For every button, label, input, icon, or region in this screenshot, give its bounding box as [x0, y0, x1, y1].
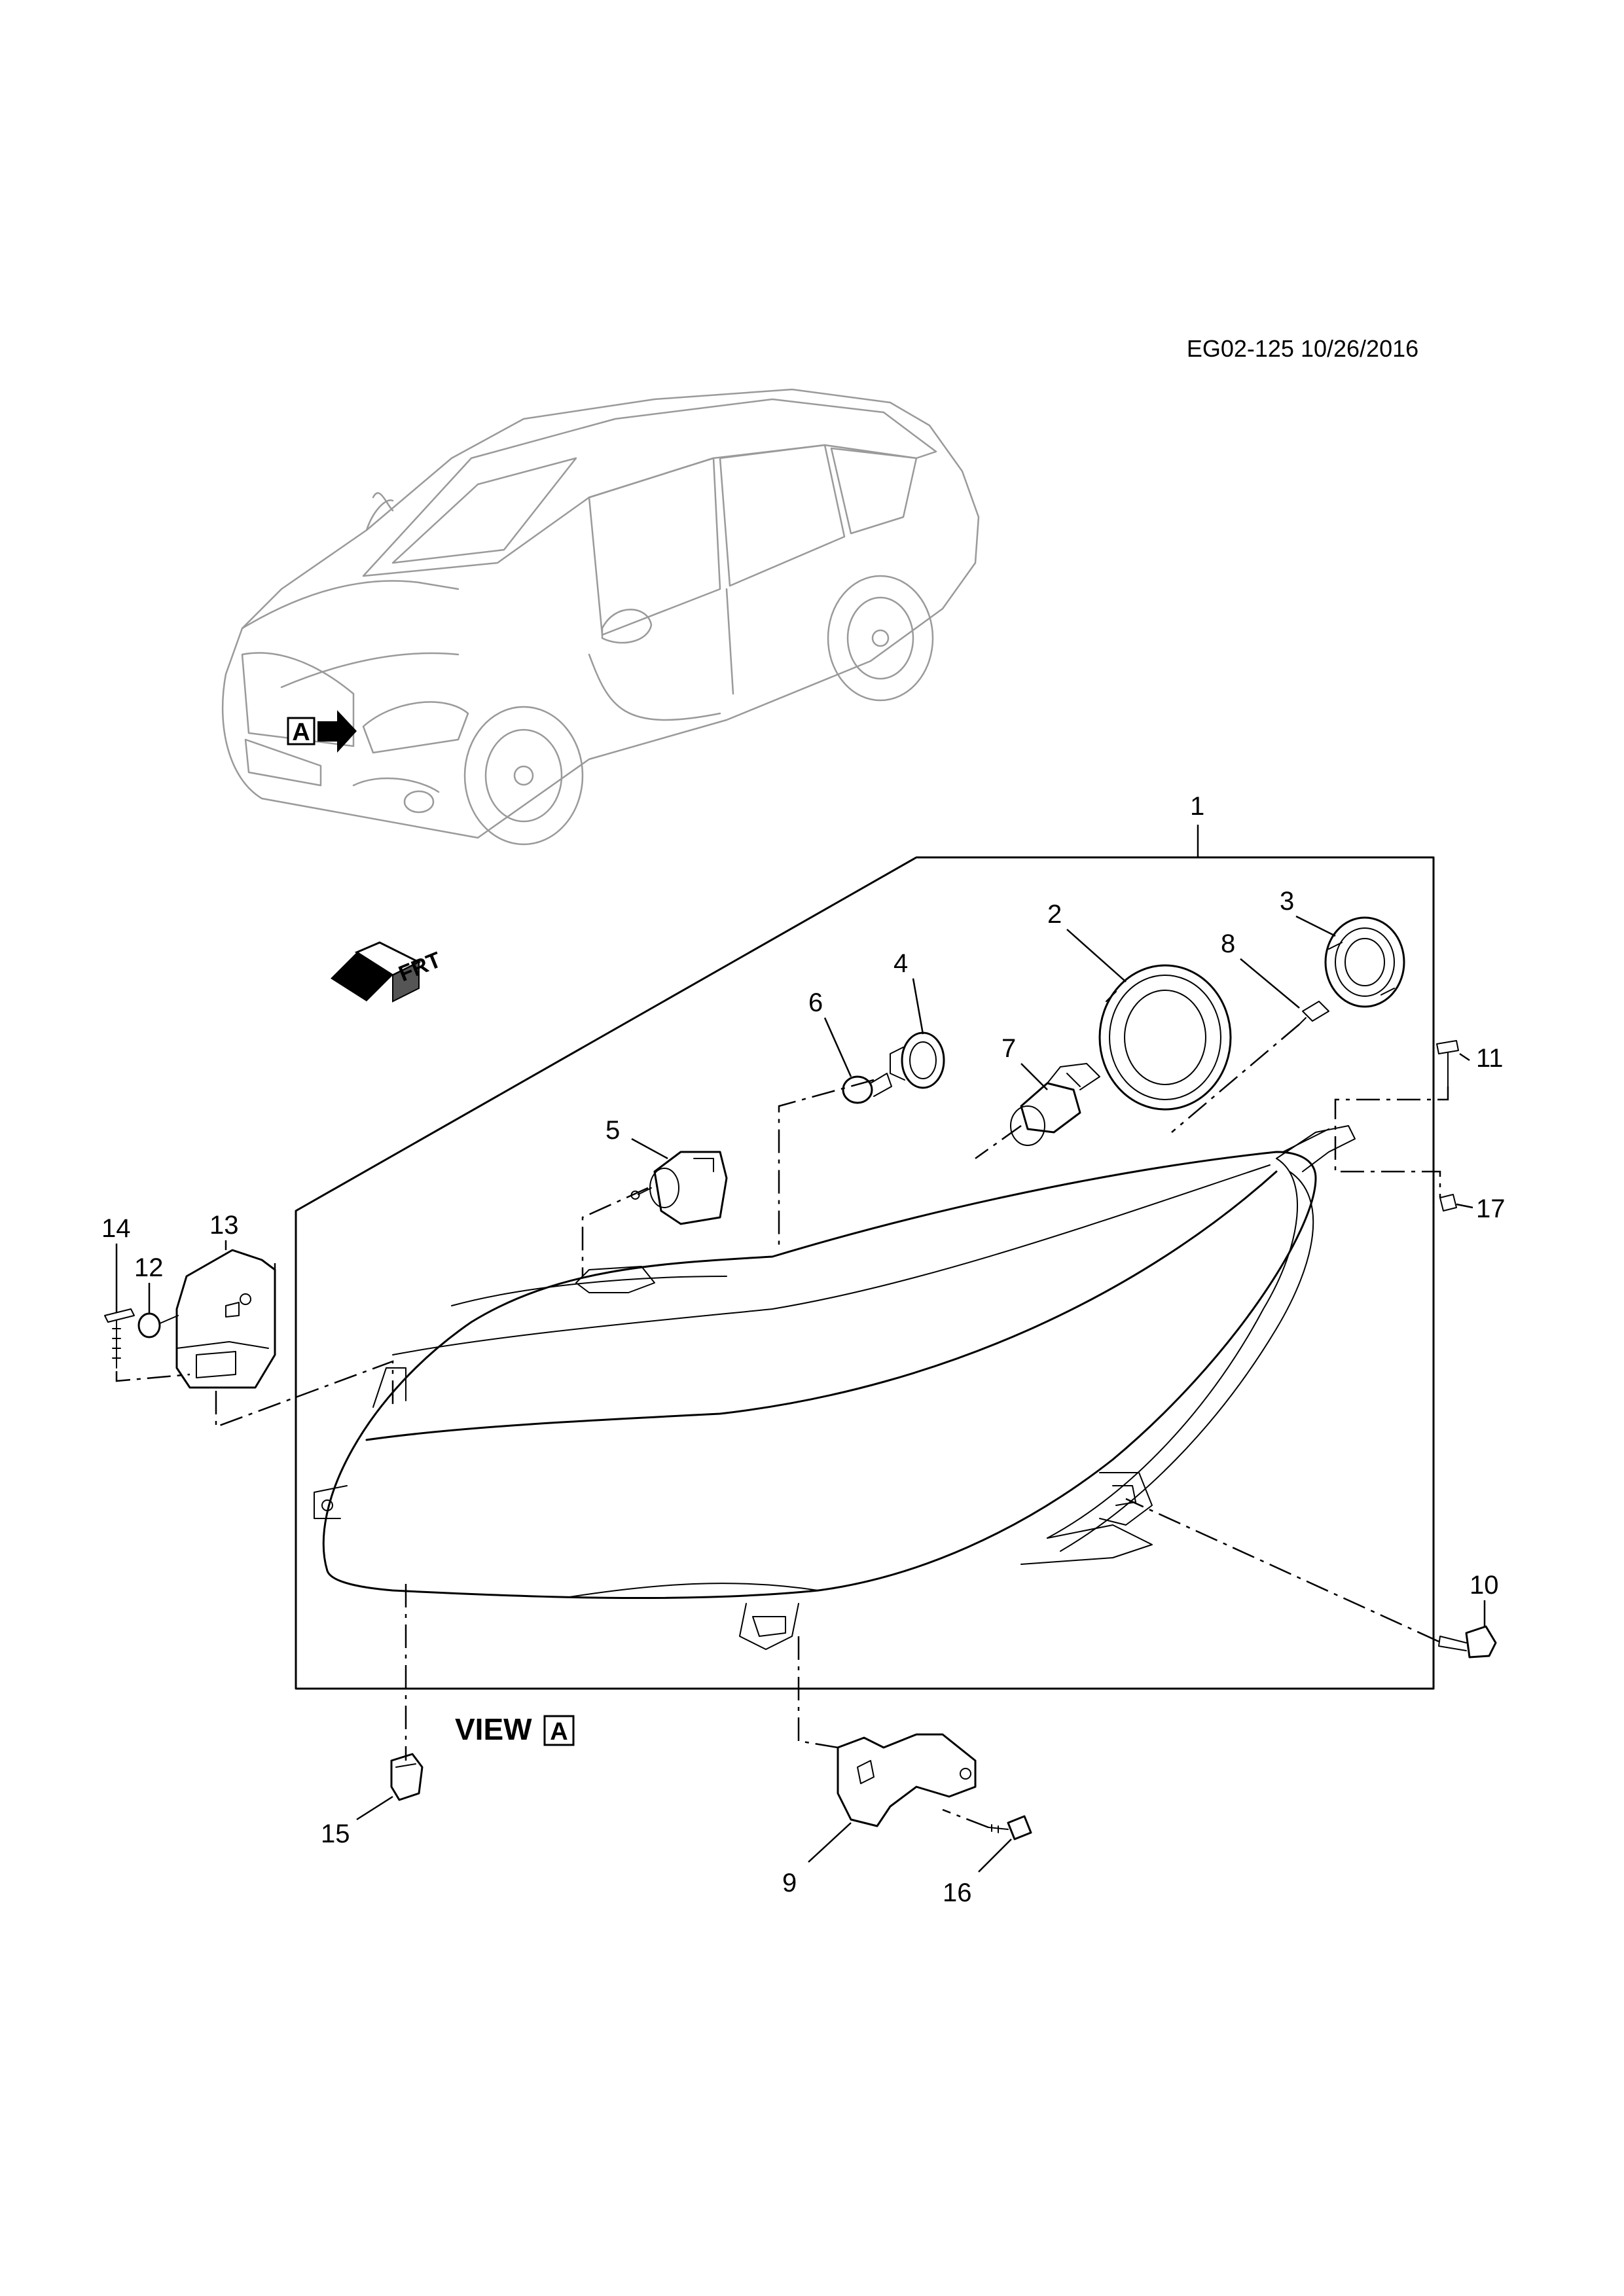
part-10-screw: [1438, 1625, 1497, 1659]
part-6-bulb: [842, 1073, 892, 1104]
callout-12: 12: [134, 1253, 164, 1282]
callout-17: 17: [1476, 1194, 1506, 1223]
view-letter: A: [550, 1718, 568, 1746]
callout-2: 2: [1047, 900, 1062, 929]
part-8-bulb: [1299, 1001, 1329, 1025]
callout-13: 13: [209, 1211, 239, 1240]
callout-1: 1: [1190, 792, 1204, 821]
assembly-frame: [295, 856, 1435, 1690]
view-label: VIEW A: [455, 1712, 575, 1746]
view-label-text: VIEW: [455, 1712, 532, 1746]
callout-7: 7: [1001, 1034, 1016, 1063]
callout-11: 11: [1476, 1044, 1504, 1073]
part-16-screw: [988, 1815, 1032, 1840]
view-a-arrow: A: [287, 710, 357, 753]
part-11-screw: [1436, 1040, 1459, 1087]
callout-15: 15: [321, 1820, 350, 1848]
callout-5: 5: [605, 1116, 620, 1145]
headlamp-housing: [314, 1125, 1356, 1650]
callout-6: 6: [808, 988, 823, 1017]
vehicle-overview: [221, 388, 980, 846]
callout-9: 9: [782, 1869, 797, 1897]
part-4-socket: [890, 1031, 945, 1089]
part-12-nut: [137, 1312, 179, 1338]
callouts: 1 2 3 4 5 6 7 8 9 10 11 12 13 14 15 16 1…: [101, 792, 1506, 1907]
callout-3: 3: [1280, 887, 1294, 916]
diagram-reference: EG02-125 10/26/2016: [1187, 335, 1418, 362]
part-13-bracket: [175, 1249, 276, 1389]
part-9-bracket: [837, 1733, 977, 1827]
part-14-screw: [104, 1308, 135, 1369]
callout-10: 10: [1470, 1571, 1499, 1600]
part-5-motor: [630, 1151, 728, 1225]
callout-16: 16: [943, 1878, 972, 1907]
assembly-lines: [115, 1024, 1449, 1829]
part-15-clip: [390, 1753, 424, 1801]
part-3-cap: [1324, 916, 1405, 1008]
part-2-cap: [1098, 964, 1232, 1111]
callout-14: 14: [101, 1214, 131, 1243]
part-17-clip-nut: [1439, 1194, 1457, 1211]
arrow-letter: A: [292, 719, 310, 746]
front-direction-indicator: FRT: [331, 941, 444, 1003]
callout-4: 4: [893, 949, 908, 978]
callout-8: 8: [1221, 929, 1235, 958]
leader-lines: [115, 915, 1486, 1873]
part-7-halogen-bulb: [1010, 1063, 1100, 1146]
